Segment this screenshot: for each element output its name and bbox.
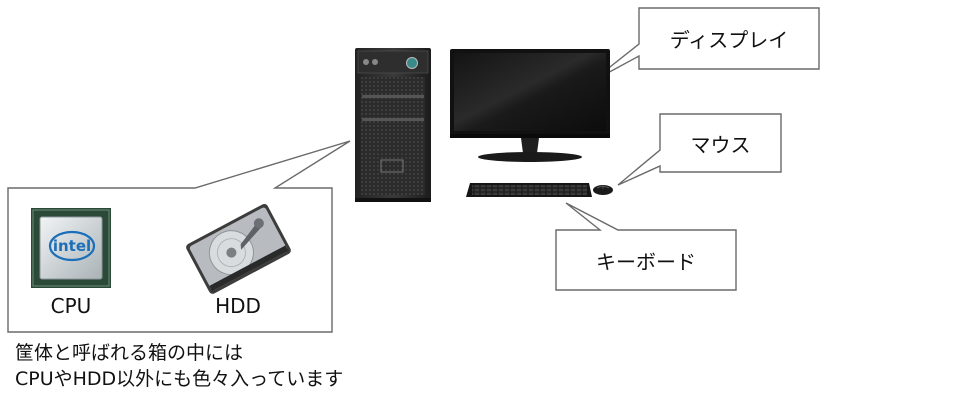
- hdd-image: [186, 203, 291, 294]
- caption-line-2: CPUやHDD以外にも色々入っています: [15, 368, 344, 390]
- cpu-label: CPU: [50, 294, 92, 318]
- monitor-image: [450, 49, 610, 162]
- caption-line-1: 筐体と呼ばれる箱の中には: [15, 342, 244, 364]
- cpu-image: intel: [31, 208, 111, 288]
- mouse-callout-box: [617, 113, 782, 186]
- keyboard-image: [466, 183, 592, 197]
- cpu-brand-text: intel: [53, 237, 91, 255]
- display-label: ディスプレイ: [669, 28, 789, 52]
- mouse-image: [593, 185, 613, 195]
- hdd-label: HDD: [215, 294, 261, 318]
- caption-text: 筐体と呼ばれる箱の中には CPUやHDD以外にも色々入っています: [15, 340, 343, 392]
- pc-case-image: [355, 48, 431, 202]
- keyboard-label: キーボード: [596, 249, 696, 274]
- display-callout-box: [590, 7, 820, 83]
- mouse-label: マウス: [690, 132, 751, 157]
- keyboard-callout-box: [555, 202, 737, 291]
